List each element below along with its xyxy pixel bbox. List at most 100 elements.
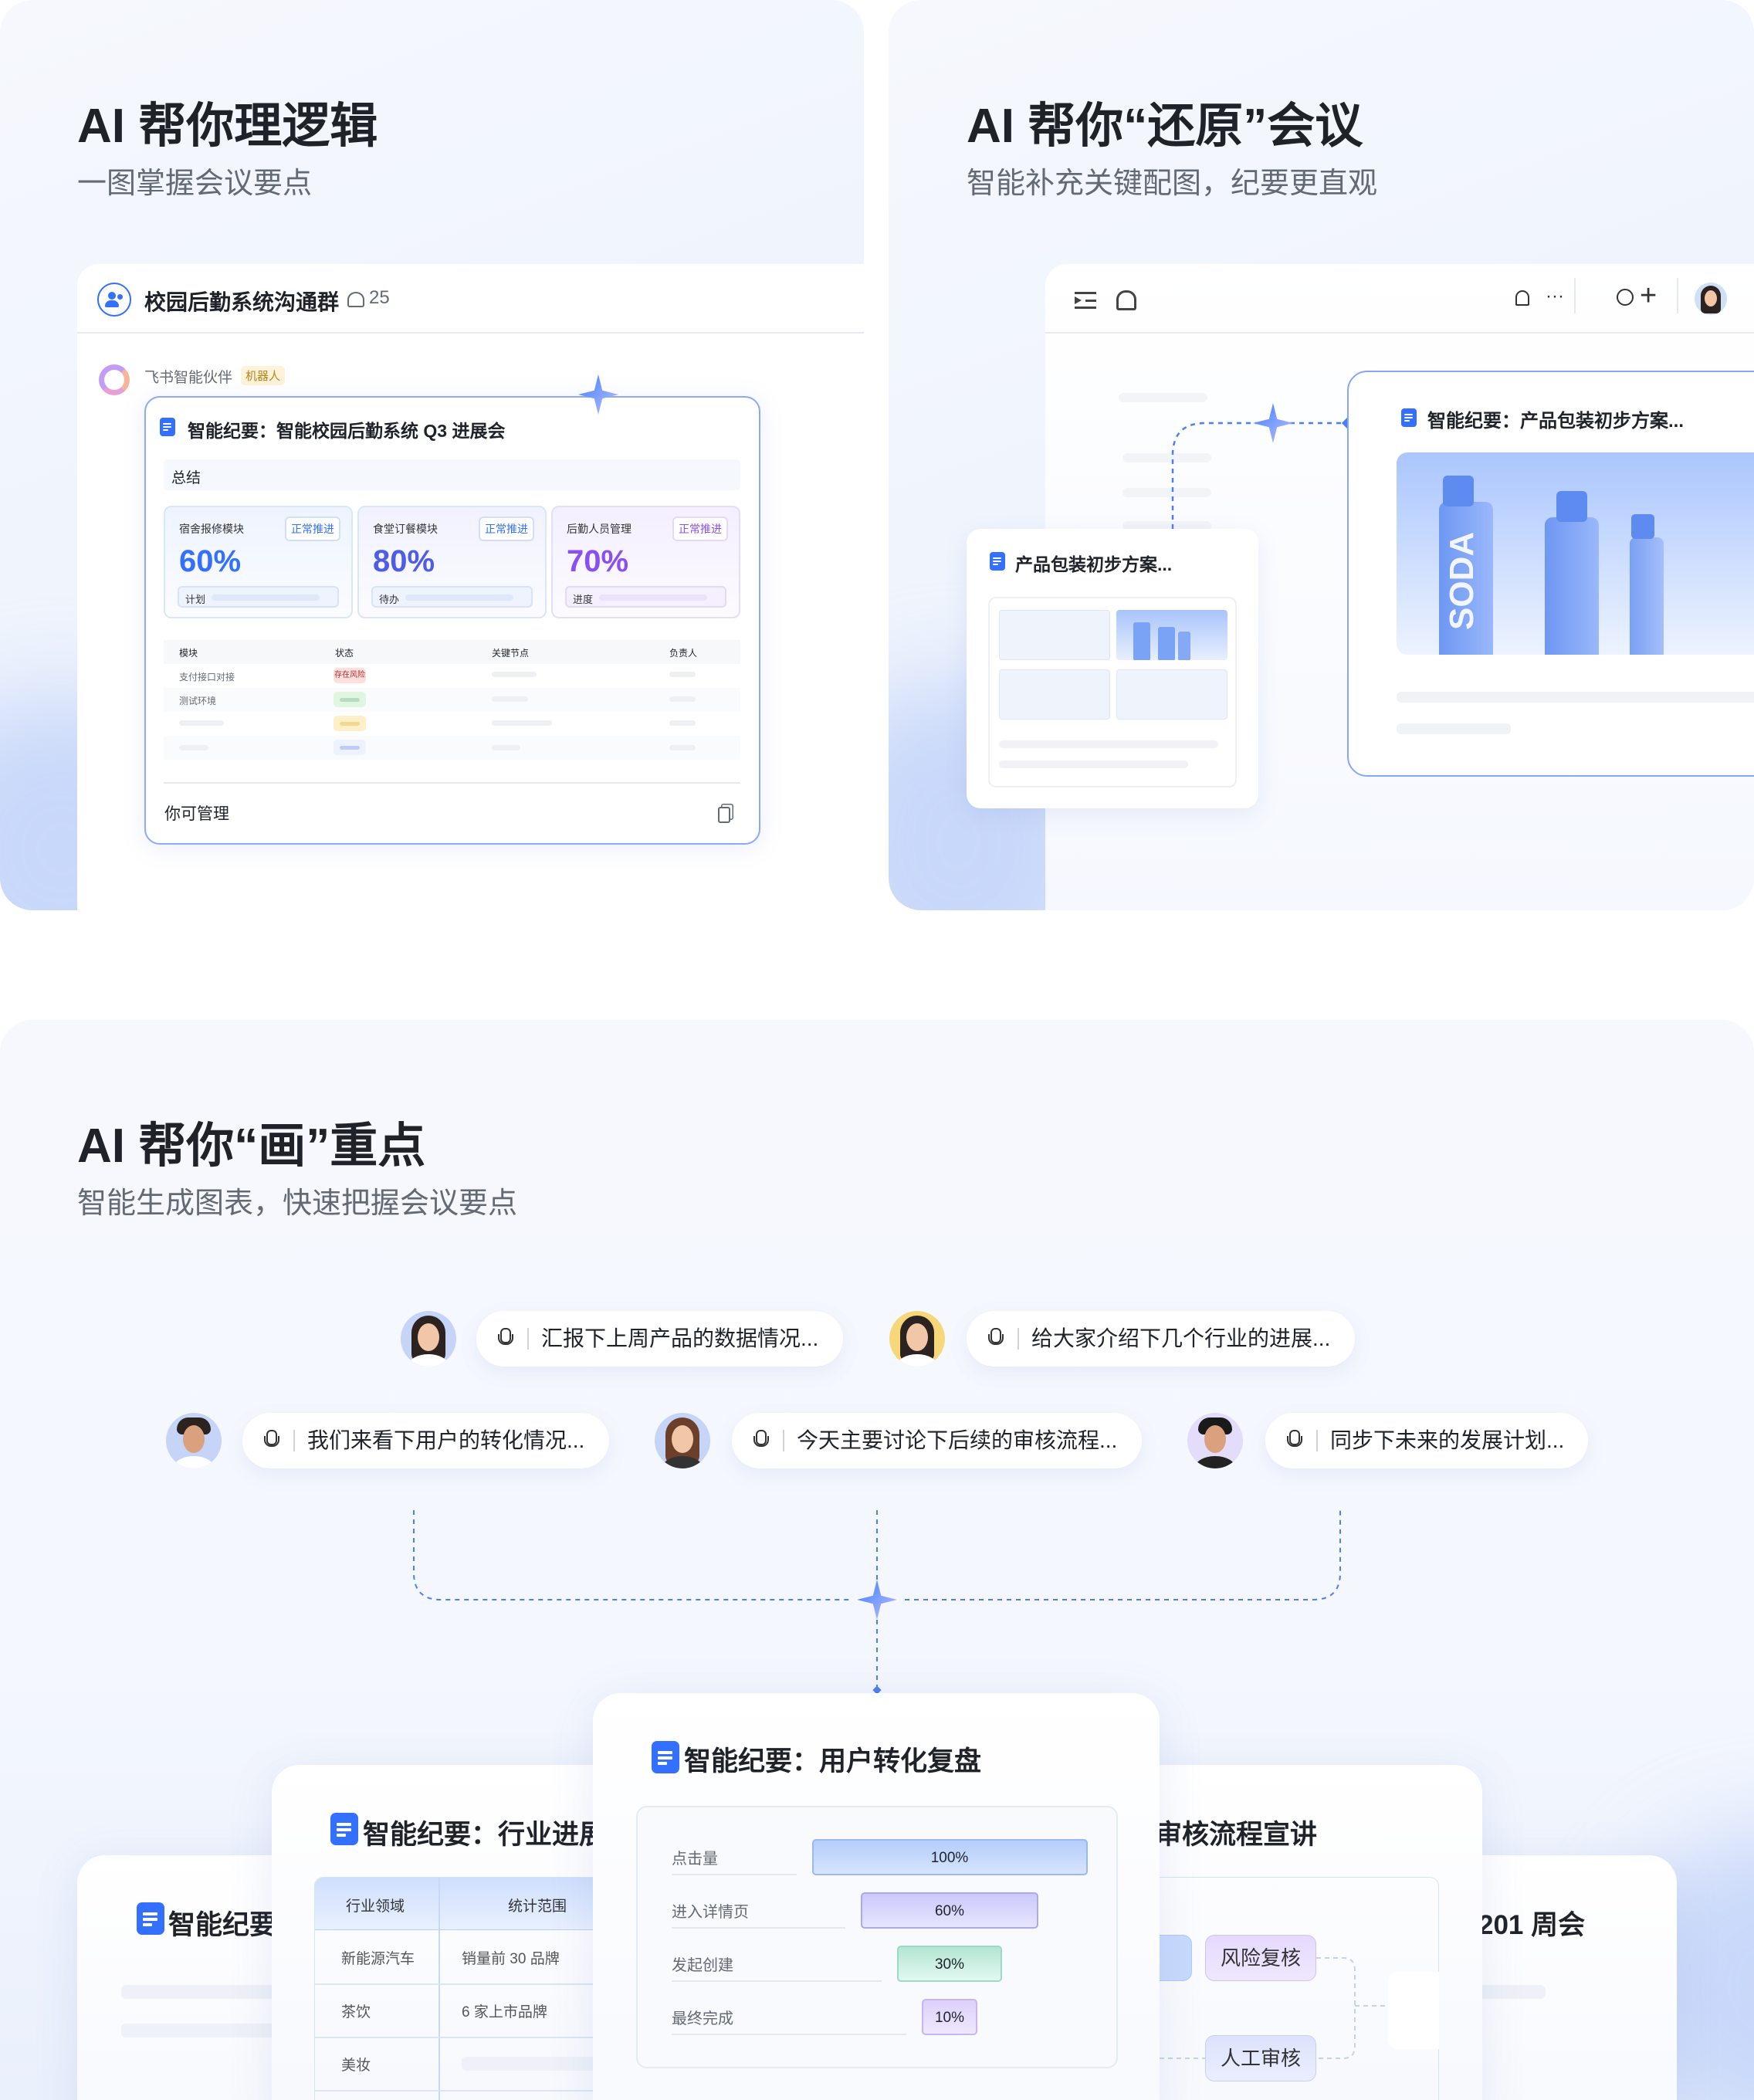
- divider: [164, 782, 740, 784]
- card-title: 201 周会: [1478, 1910, 1586, 1940]
- summary-card: 智能纪要：智能校园后勤系统 Q3 进展会 总结: [144, 396, 760, 845]
- funnel-bar: 100%: [811, 1839, 1088, 1875]
- microphone-icon: [988, 1328, 1004, 1350]
- group-avatar-icon: [97, 283, 131, 317]
- feature-panel-logic: AI 帮你理逻辑 一图掌握会议要点 校园后勤系统沟通群 25 飞书智能伙伴 机器…: [0, 0, 864, 910]
- table-row[interactable]: 测试环境: [164, 688, 740, 712]
- bell-icon[interactable]: [1515, 290, 1529, 306]
- members-icon[interactable]: [347, 292, 364, 307]
- doc-icon: [330, 1813, 358, 1845]
- divider: [1045, 332, 1754, 334]
- section-title: AI 帮你“画”重点: [77, 1119, 426, 1173]
- group-name[interactable]: 校园后勤系统沟通群: [144, 290, 340, 314]
- section-title: AI 帮你理逻辑: [77, 100, 378, 153]
- bot-name: 飞书智能伙伴: [144, 370, 233, 386]
- product-label: SODA: [1443, 531, 1481, 630]
- card-title[interactable]: 智能纪要：智能校园后勤系统 Q3 进展会: [188, 421, 506, 441]
- table-row[interactable]: 支付接口对接 存在风险: [164, 664, 740, 688]
- card-title: 智能纪要：用户转化复盘: [684, 1746, 982, 1777]
- summary-heading: 总结: [164, 459, 740, 490]
- doc-icon: [160, 418, 175, 436]
- speech-bubble: 同步下未来的发展计划...: [1265, 1413, 1588, 1468]
- connector-lines: [413, 1510, 1341, 1695]
- divider: [1677, 278, 1678, 313]
- doc-icon: [990, 552, 1005, 571]
- funnel-bar: 30%: [897, 1946, 1002, 1982]
- module-percent: 80%: [373, 544, 435, 578]
- module-name: 食堂订餐模块: [373, 523, 438, 535]
- bot-badge: 机器人: [241, 366, 286, 385]
- speaker-avatar: [401, 1311, 456, 1367]
- divider: [77, 332, 864, 334]
- module-footer: 待办: [371, 586, 533, 608]
- speech-bubble: 汇报下上周产品的数据情况...: [476, 1311, 843, 1367]
- funnel-bar: 10%: [922, 1999, 977, 2035]
- user-avatar[interactable]: [1695, 283, 1727, 315]
- module-card: 食堂订餐模块 正常推进 80% 待办: [357, 506, 547, 618]
- funnel-label: 发起创建: [672, 1953, 882, 1982]
- outline-toggle-icon[interactable]: [1075, 292, 1096, 309]
- product-thumbnail: [1116, 610, 1227, 660]
- card-title: 智能纪要: [168, 1910, 277, 1940]
- status-tag: 正常推进: [285, 517, 340, 541]
- product-image: SODA: [1397, 452, 1754, 655]
- module-footer: 计划: [178, 586, 339, 608]
- divider: [1574, 278, 1576, 313]
- manage-text: 你可管理: [164, 805, 229, 823]
- small-doc-card[interactable]: 产品包装初步方案...: [967, 529, 1258, 808]
- plus-icon[interactable]: +: [1640, 279, 1657, 312]
- card-title: 智能纪要：产品包装初步方案...: [1427, 411, 1685, 432]
- more-icon[interactable]: ···: [1546, 286, 1564, 307]
- table-row: [164, 712, 740, 736]
- member-count[interactable]: 25: [369, 287, 390, 308]
- flow-node: 风险复核: [1205, 1935, 1316, 1981]
- funnel-label: 进入详情页: [672, 1899, 845, 1929]
- industry-table: 行业领域 统计范围 新能源汽车 销量前 30 品牌 茶饮 6 家上市品牌 美妆: [314, 1877, 700, 2100]
- large-doc-card[interactable]: 智能纪要：产品包装初步方案... SODA: [1347, 371, 1754, 777]
- section-subtitle: 智能生成图表，快速把握会议要点: [77, 1187, 518, 1220]
- card-title: 智能纪要：行业进展: [363, 1820, 607, 1850]
- module-name: 宿舍报修模块: [179, 523, 244, 535]
- flow-diagram: 风险复核 人工审核: [1050, 1877, 1439, 2100]
- microphone-icon: [264, 1430, 279, 1451]
- module-footer: 进度: [565, 586, 726, 608]
- status-tag: 正常推进: [672, 517, 728, 541]
- feature-panel-restore: AI 帮你“还原”会议 智能补充关键配图，纪要更直观 ··· + 产品包装初步方…: [889, 0, 1754, 910]
- speaker-avatar: [166, 1413, 222, 1468]
- speech-bubble: 我们来看下用户的转化情况...: [242, 1413, 609, 1468]
- funnel-label: 点击量: [672, 1846, 797, 1875]
- table-header: 模块状态 关键节点负责人: [164, 640, 740, 664]
- section-title: AI 帮你“还原”会议: [967, 100, 1363, 153]
- doc-icon: [652, 1741, 679, 1773]
- module-percent: 60%: [179, 544, 242, 578]
- microphone-icon: [498, 1328, 513, 1350]
- table-row: [164, 736, 740, 760]
- funnel-label: 最终完成: [672, 2006, 907, 2035]
- doc-icon: [137, 1902, 164, 1935]
- doc-icon: [1401, 408, 1417, 427]
- speaker-avatar: [889, 1311, 945, 1367]
- module-card: 后勤人员管理 正常推进 70% 进度: [551, 506, 740, 618]
- microphone-icon: [753, 1430, 769, 1451]
- copy-icon[interactable]: [718, 807, 730, 823]
- module-card: 宿舍报修模块 正常推进 60% 计划: [164, 506, 353, 618]
- card-title: 产品包装初步方案...: [1015, 554, 1173, 574]
- card-title: 审核流程宣讲: [1155, 1820, 1318, 1850]
- speaker-avatar: [1187, 1413, 1243, 1468]
- speech-bubble: 今天主要讨论下后续的审核流程...: [732, 1413, 1142, 1468]
- conversion-summary-card: 智能纪要：用户转化复盘: [593, 1693, 1160, 2100]
- search-icon[interactable]: [1617, 289, 1634, 306]
- microphone-icon: [1287, 1430, 1302, 1451]
- funnel-bar: 60%: [860, 1892, 1039, 1929]
- section-subtitle: 智能补充关键配图，纪要更直观: [967, 168, 1378, 200]
- status-tag: 正常推进: [479, 517, 534, 541]
- bot-avatar: [99, 364, 130, 395]
- section-subtitle: 一图掌握会议要点: [77, 168, 313, 200]
- module-percent: 70%: [567, 544, 629, 578]
- risk-badge: 存在风险: [334, 668, 366, 683]
- home-icon[interactable]: [1116, 290, 1136, 310]
- speaker-avatar: [655, 1413, 710, 1468]
- module-name: 后勤人员管理: [567, 523, 632, 535]
- feature-panel-draw: AI 帮你“画”重点 智能生成图表，快速把握会议要点 汇报下上周产品的数据情况.…: [0, 1020, 1754, 2100]
- speech-bubble: 给大家介绍下几个行业的进展...: [967, 1311, 1355, 1367]
